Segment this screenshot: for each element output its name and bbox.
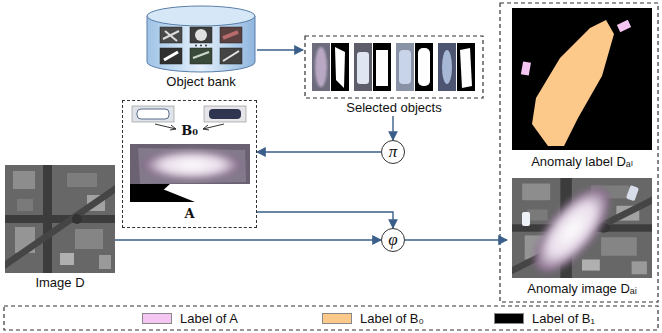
legend-entry: Label of A [142,310,238,326]
node-label: B₀ [123,123,256,139]
legend-entry: Label of B₁ [494,310,595,326]
flow-arrow [257,151,381,152]
object-set: Selected objects [303,34,485,116]
node-label: Anomaly image Dₐᵢ [507,281,657,297]
flow-arrow [115,239,381,240]
legend-swatch [322,313,352,324]
node-label: A [123,206,256,222]
legend-entry: Label of B₀ [322,310,424,326]
database-cylinder: Object bank [145,4,257,92]
node-label: Image D [5,275,115,291]
output-image: Anomaly image Dₐᵢ [507,178,657,298]
legend-text: Label of B₀ [360,311,424,326]
flow-arrow [405,239,507,240]
operator-circle: π [381,140,405,164]
legend-text: Label of A [180,311,238,326]
node-label: Anomaly label Dₐₗ [507,154,657,170]
flow-arrow [257,49,303,50]
node-label: Selected objects [303,100,485,116]
legend: Label of A Label of B₀ Label of B₁ [4,306,658,330]
operator-circle: φ [381,228,405,252]
legend-swatch [494,313,524,324]
input-image: Image D [5,165,115,293]
node-label: π [382,142,404,162]
legend-swatch [142,313,172,324]
node-label: Object bank [145,74,257,90]
flow-arrow [257,212,393,228]
object-group: B₀ A [122,100,257,228]
legend-text: Label of B₁ [532,311,595,326]
label-image: Anomaly label Dₐₗ [507,8,657,172]
flow-arrow [392,116,393,140]
node-label: φ [382,230,404,250]
